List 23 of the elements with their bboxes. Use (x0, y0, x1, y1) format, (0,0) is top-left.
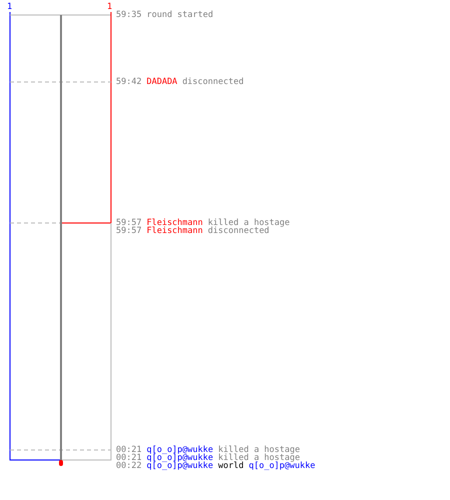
player-name: q[o_o]p@wukke (248, 461, 316, 471)
timestamp: 59:42 (116, 77, 142, 87)
player-name: q[o_o]p@wukke (146, 445, 214, 455)
team-count: 1 (107, 3, 112, 12)
event-text: killed a hostage (218, 453, 300, 463)
event-text: killed a hostage (208, 218, 290, 228)
timestamp: 59:57 (116, 218, 142, 228)
timestamp: 00:21 (116, 445, 142, 455)
event-text: world (218, 461, 244, 471)
team-count: 1 (7, 3, 12, 12)
event-text: disconnected (182, 77, 244, 87)
event-text: killed a hostage (218, 445, 300, 455)
player-name: Fleischmann (146, 218, 203, 228)
timestamp: 00:21 (116, 453, 142, 463)
player-name: DADADA (146, 77, 178, 87)
event-text: round started (146, 10, 214, 20)
event-text: disconnected (208, 226, 270, 236)
player-name: q[o_o]p@wukke (146, 453, 214, 463)
timestamp: 59:57 (116, 226, 142, 236)
timestamp: 00:22 (116, 461, 142, 471)
player-name: q[o_o]p@wukke (146, 461, 214, 471)
timestamp: 59:35 (116, 10, 142, 20)
player-name: Fleischmann (146, 226, 203, 236)
